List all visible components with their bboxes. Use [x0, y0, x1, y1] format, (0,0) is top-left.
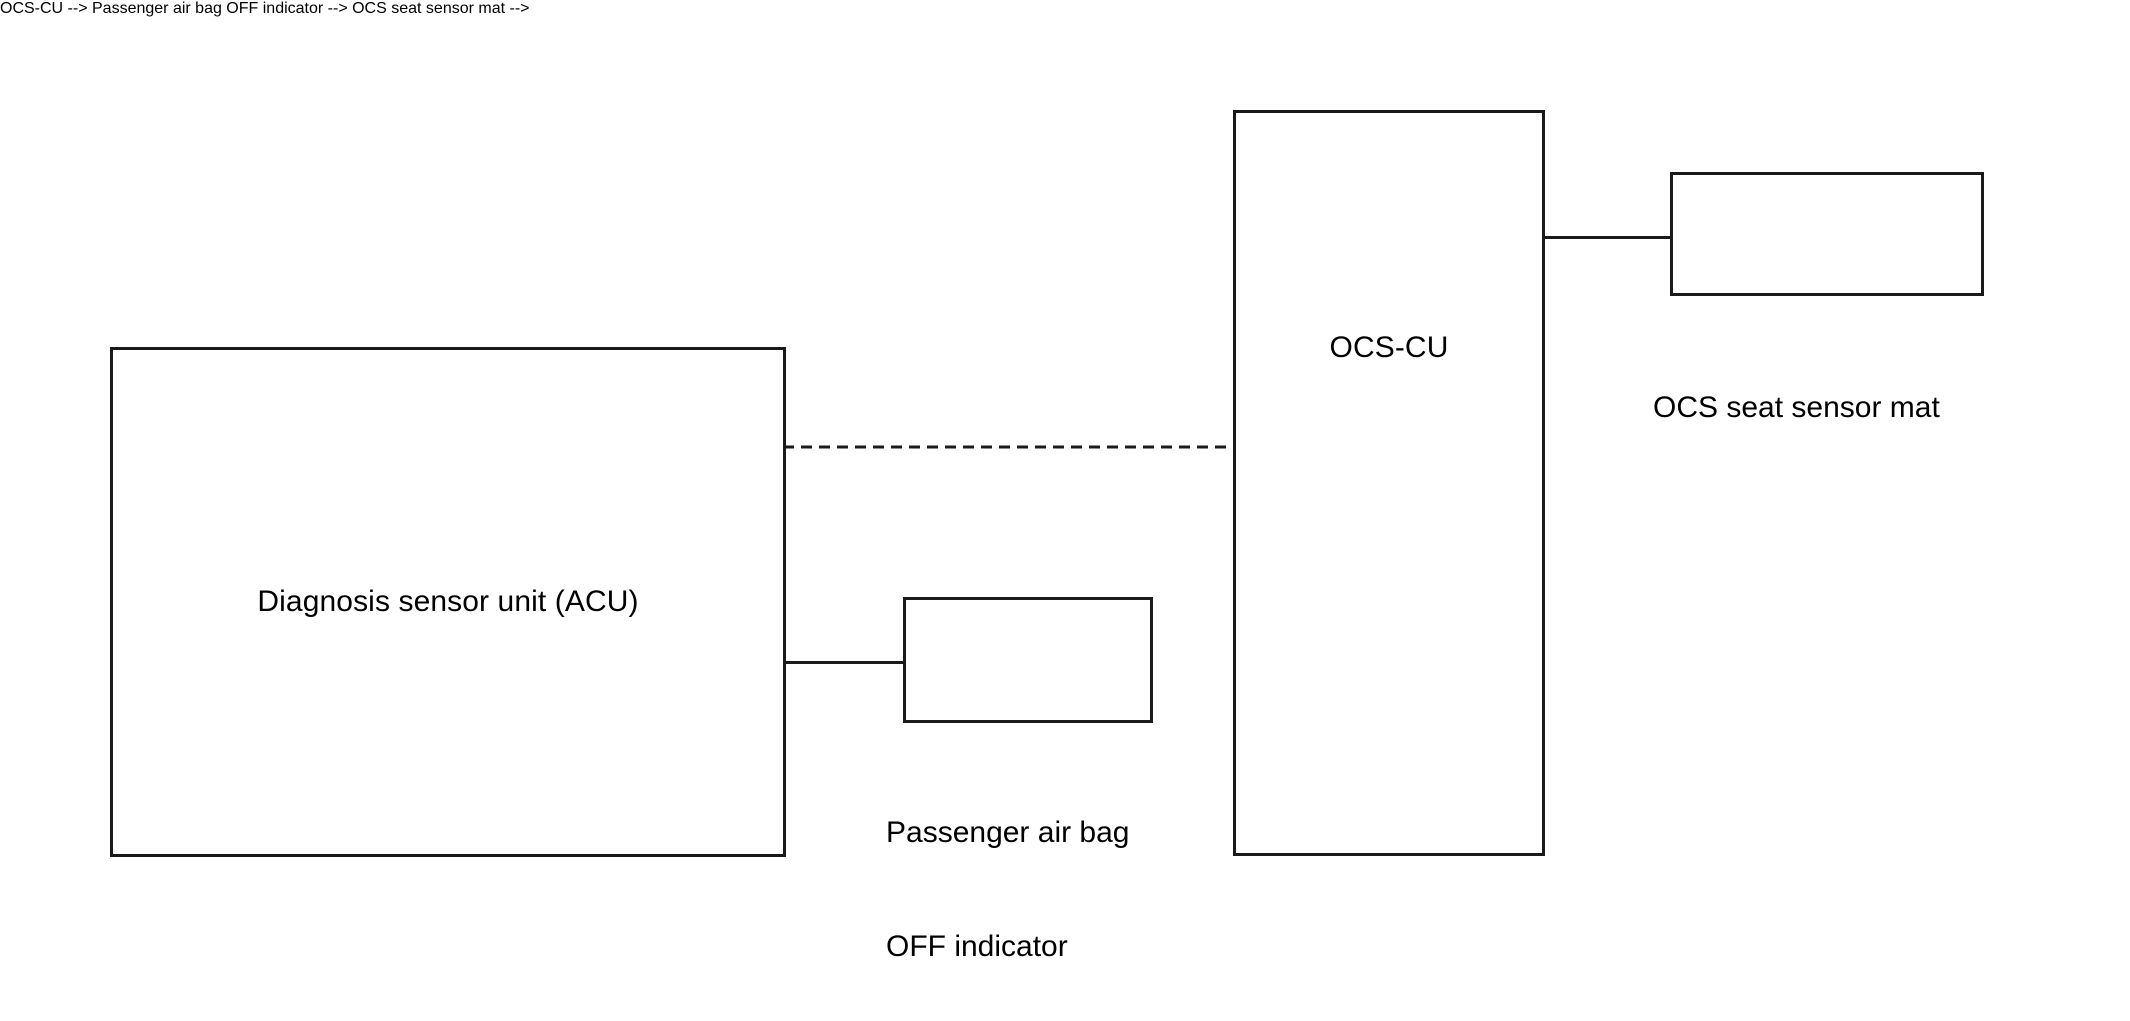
block-ocs-seat-sensor-mat[interactable]	[1670, 172, 1984, 296]
block-passenger-air-bag-off-indicator[interactable]	[903, 597, 1153, 723]
caption-ocs-seat-sensor-mat: OCS seat sensor mat	[1653, 313, 1940, 503]
caption-line-passenger-air-bag: Passenger air bag	[886, 816, 1130, 849]
block-ocs-cu[interactable]: OCS-CU	[1233, 110, 1545, 856]
caption-passenger-air-bag-off-indicator: Passenger air bag OFF indicator (Cutoff …	[886, 738, 1130, 1021]
caption-line-ocs-seat-sensor-mat: OCS seat sensor mat	[1653, 391, 1940, 424]
connector-acu-to-ocscu-dashed	[783, 440, 1236, 454]
connector-acu-to-indicator	[783, 661, 906, 664]
caption-line-off-indicator: OFF indicator	[886, 930, 1068, 963]
connector-ocscu-to-seat-sensor-mat	[1542, 236, 1673, 239]
block-diagnosis-sensor-unit-acu[interactable]: Diagnosis sensor unit (ACU)	[110, 347, 786, 857]
block-label-ocs-cu: OCS-CU	[1329, 331, 1449, 364]
block-label-diagnosis-sensor-unit-acu: Diagnosis sensor unit (ACU)	[257, 584, 639, 618]
